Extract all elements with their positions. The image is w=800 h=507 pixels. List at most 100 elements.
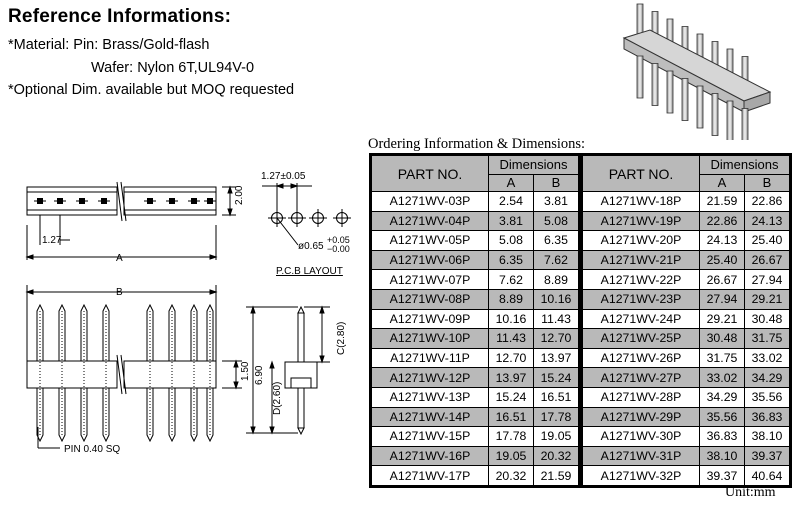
part-number-cell: A1271WV-15P [371,426,489,447]
reference-title: Reference Informations: [8,6,232,27]
dim-b-cell: 21.59 [532,465,580,486]
part-number-cell: A1271WV-30P [582,426,700,447]
dim-b-cell: 12.70 [532,328,580,349]
front-view [25,285,242,449]
part-number-cell: A1271WV-18P [582,191,700,212]
dim-a-cell: 34.29 [699,386,745,408]
dim-a-cell: 3.81 [488,210,534,232]
pin-note-label: PIN 0.40 SQ [64,444,120,455]
dim-b-cell: 7.62 [532,249,580,271]
part-number-cell: A1271WV-06P [371,249,489,271]
part-number-cell: A1271WV-21P [582,249,700,271]
technical-drawing: 1.27 2.00 A 1.27±0.05 ø0.65 +0.05 −0.00 … [25,171,351,455]
dim-a-cell: 17.78 [488,426,534,447]
ordering-title: Ordering Information & Dimensions: [368,136,586,152]
dim-b-cell: 13.97 [532,347,580,369]
dim-b-cell: 19.05 [532,426,580,447]
part-number-cell: A1271WV-12P [371,367,489,388]
material-wafer-line: Wafer: Nylon 6T,UL94V-0 [91,60,255,76]
dim-b-cell: 26.67 [743,249,791,271]
dim-a-cell: 25.40 [699,249,745,271]
dim-b-cell: 8.89 [532,269,580,290]
dim-b-cell: 20.32 [532,445,580,467]
part-number-cell: A1271WV-23P [582,288,700,310]
part-number-cell: A1271WV-16P [371,445,489,467]
dim-b-cell: 40.64 [743,465,791,486]
height-top-label: 2.00 [234,185,245,205]
dim-a-cell: 29.21 [699,308,745,330]
dim-a-cell: 31.75 [699,347,745,369]
part-no-header: PART NO. [582,155,700,192]
dim-a-cell: 11.43 [488,328,534,349]
dim-a-cell: 19.05 [488,445,534,467]
dim-b-cell: 6.35 [532,230,580,251]
dim-a-cell: 39.37 [699,465,745,486]
part-number-cell: A1271WV-08P [371,288,489,310]
dim-a-cell: 5.08 [488,230,534,251]
part-number-cell: A1271WV-05P [371,230,489,251]
dim-b-cell: 33.02 [743,347,791,369]
dim-b-cell: 38.10 [743,426,791,447]
part-number-cell: A1271WV-07P [371,269,489,290]
dim-b-cell: 30.48 [743,308,791,330]
dim-a-cell: 30.48 [699,328,745,349]
dim-b-cell: 24.13 [743,210,791,232]
dim-b-cell: 35.56 [743,386,791,408]
part-number-cell: A1271WV-31P [582,445,700,467]
dim-a-cell: 21.59 [699,191,745,212]
dim-b-cell: 15.24 [532,367,580,388]
dim-a-cell: 36.83 [699,426,745,447]
pcb-layout-label: P.C.B LAYOUT [276,266,343,277]
dim-a-cell: 8.89 [488,288,534,310]
dim-a-cell: 15.24 [488,386,534,408]
dim-a-label: A [116,253,123,264]
dim-a-cell: 2.54 [488,191,534,212]
part-number-cell: A1271WV-10P [371,328,489,349]
hole-tol-minus: −0.00 [327,244,350,254]
dim-a-cell: 24.13 [699,230,745,251]
dim-a-cell: 38.10 [699,445,745,467]
part-number-cell: A1271WV-17P [371,465,489,486]
dim-b-cell: 16.51 [532,386,580,408]
dim-b-cell: 27.94 [743,269,791,290]
dim-b-cell: 5.08 [532,210,580,232]
col-a-header: A [488,174,534,192]
dim-a-cell: 33.02 [699,367,745,388]
dim-a-cell: 7.62 [488,269,534,290]
dim-b-cell: 17.78 [532,406,580,428]
dimensions-header: Dimensions [699,155,790,175]
dimensions-header: Dimensions [488,155,579,175]
optional-dim-note: *Optional Dim. available but MOQ request… [8,82,295,98]
part-number-cell: A1271WV-27P [582,367,700,388]
part-number-cell: A1271WV-22P [582,269,700,290]
part-number-cell: A1271WV-04P [371,210,489,232]
dim-d-label: D(2.60) [272,382,283,415]
dim-a-cell: 20.32 [488,465,534,486]
dim-a-cell: 12.70 [488,347,534,369]
part-number-cell: A1271WV-24P [582,308,700,330]
pcb-pitch-label: 1.27±0.05 [261,171,306,182]
dim-b-cell: 39.37 [743,445,791,467]
dim-b-cell: 11.43 [532,308,580,330]
dim-b-cell: 29.21 [743,288,791,310]
part-no-header: PART NO. [371,155,489,192]
dim-a-cell: 27.94 [699,288,745,310]
col-a-header: A [699,174,745,192]
dim-b-label: B [116,287,123,298]
part-number-cell: A1271WV-09P [371,308,489,330]
